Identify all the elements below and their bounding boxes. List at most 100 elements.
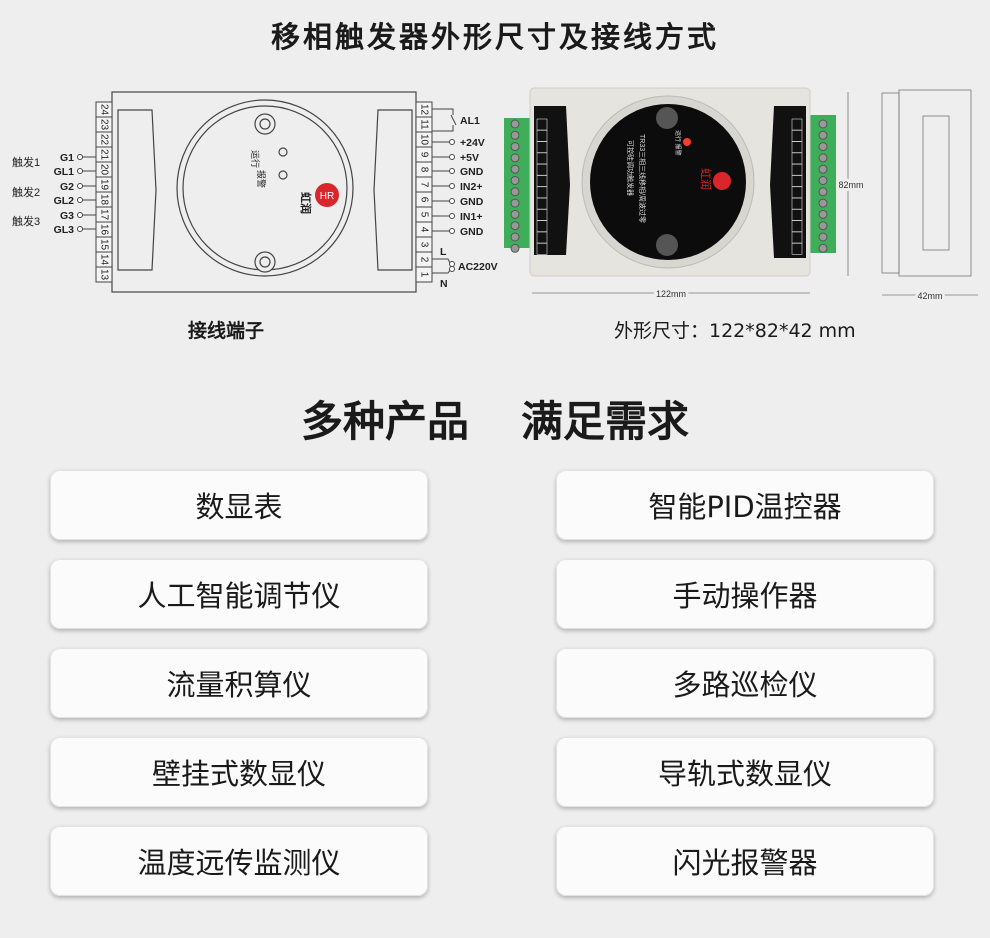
heading-left: 多种产品	[300, 397, 469, 446]
screw-icon	[510, 198, 520, 208]
screw-icon	[818, 187, 828, 197]
screw-icon	[510, 130, 520, 140]
right-window	[373, 109, 413, 271]
product-card[interactable]: 智能PID温控器	[556, 470, 934, 540]
product-card[interactable]: 温度远传监测仪	[50, 826, 428, 896]
terminal-cell	[415, 266, 433, 283]
screw-icon	[510, 153, 520, 163]
trigger-group-label: 触发3	[12, 214, 40, 228]
right-signal-label: IN1+	[460, 211, 482, 223]
brand-text: 虹润	[299, 192, 313, 214]
screw-icon	[510, 164, 520, 174]
terminal-number: 16	[98, 224, 109, 236]
screw-icon	[510, 232, 520, 242]
terminal-number: 2	[418, 257, 429, 263]
screw-icon	[510, 142, 520, 152]
right-signal-label: IN2+	[460, 181, 482, 193]
left-signal-label: GL1	[54, 166, 75, 178]
screw-icon	[818, 243, 828, 253]
left-signal-label: G2	[60, 181, 74, 193]
product-card[interactable]: 闪光报警器	[556, 826, 934, 896]
depth-dimension: 42mm	[917, 291, 942, 301]
size-caption: 外形尺寸：122*82*42 mm	[614, 320, 856, 342]
terminal-number: 14	[98, 254, 109, 266]
product-card[interactable]: 导轨式数显仪	[556, 737, 934, 807]
terminals-caption: 接线端子	[188, 320, 265, 342]
screw-icon	[510, 221, 520, 231]
relay-contact-icon	[450, 114, 457, 126]
screw-icon	[818, 176, 828, 185]
product-card[interactable]: 人工智能调节仪	[50, 559, 428, 629]
left-signal-label: G1	[60, 152, 74, 164]
terminal-number: 21	[98, 149, 109, 161]
terminal-number: 15	[98, 239, 109, 251]
photo-model-line2: 可控硅调功触发器	[626, 140, 635, 196]
screw-icon	[818, 209, 828, 219]
section-heading: 多种产品 满足需求	[0, 388, 990, 449]
terminal-number: 7	[418, 182, 429, 188]
wiring-diagram	[111, 91, 417, 293]
right-signal-label: AL1	[460, 115, 480, 127]
terminal-number: 4	[418, 227, 429, 233]
neutral-label: N	[440, 278, 448, 290]
terminal-number: 10	[418, 134, 429, 146]
wiring-and-dimension-diagram: 242322212019181716151413121110987654321G…	[12, 87, 978, 304]
terminal-number: 12	[418, 104, 429, 116]
live-label: L	[440, 246, 447, 258]
right-signal-label: GND	[460, 196, 484, 208]
width-dimension: 122mm	[656, 289, 686, 299]
run-led-icon	[278, 147, 288, 157]
screw-icon	[818, 164, 828, 174]
device-photo: TR33三相三线移相/周波过零 可控硅调功触发器 运行 报警 虹润	[504, 87, 836, 277]
screw-icon	[510, 176, 520, 185]
product-card[interactable]: 壁挂式数显仪	[50, 737, 428, 807]
terminal-number: 23	[98, 119, 109, 131]
logo-text: HR	[320, 191, 334, 202]
terminal-number: 19	[98, 179, 109, 191]
terminal-number: 1	[418, 272, 429, 278]
right-signal-label: GND	[460, 166, 484, 178]
product-card[interactable]: 多路巡检仪	[556, 648, 934, 718]
photo-led-labels: 运行 报警	[674, 130, 682, 156]
right-signal-label: GND	[460, 226, 484, 238]
photo-brand: 虹润	[699, 168, 713, 190]
screw-icon	[818, 153, 828, 163]
terminal-number: 3	[418, 242, 429, 248]
ac-power-label: AC220V	[458, 261, 498, 273]
photo-model-line1: TR33三相三线移相/周波过零	[638, 134, 647, 223]
right-signal-label: +5V	[460, 152, 479, 164]
run-label: 运行	[250, 150, 261, 168]
left-signal-label: GL3	[54, 224, 75, 236]
product-card[interactable]: 数显表	[50, 470, 428, 540]
screw-icon	[818, 232, 828, 242]
logo-icon	[315, 183, 339, 207]
terminal-number: 9	[418, 152, 429, 158]
run-led-photo-icon	[683, 138, 691, 146]
terminal-number: 8	[418, 167, 429, 173]
heading-right: 满足需求	[521, 397, 690, 446]
screw-icon	[510, 209, 520, 219]
left-signal-label: GL2	[54, 195, 75, 207]
photo-logo-icon	[713, 172, 731, 190]
terminal-number: 17	[98, 209, 109, 221]
terminal-cell	[95, 266, 113, 283]
trigger-group-label: 触发2	[12, 185, 40, 199]
trigger-group-label: 触发1	[12, 155, 40, 169]
terminal-number: 18	[98, 194, 109, 206]
left-window	[117, 109, 157, 271]
left-signal-label: G3	[60, 210, 74, 222]
right-signal-label: +24V	[460, 137, 485, 149]
page-title: 移相触发器外形尺寸及接线方式	[270, 20, 719, 54]
terminal-number: 13	[98, 269, 109, 281]
product-card[interactable]: 流量积算仪	[50, 648, 428, 718]
alarm-led-icon	[278, 170, 288, 180]
screw-icon	[510, 187, 520, 197]
terminal-number: 24	[98, 104, 109, 116]
terminal-number: 5	[418, 212, 429, 218]
screw-icon	[818, 119, 828, 129]
dial-outer-ring	[176, 99, 354, 277]
product-card[interactable]: 手动操作器	[556, 559, 934, 629]
terminal-number: 22	[98, 134, 109, 146]
terminal-number: 11	[418, 119, 429, 130]
screw-icon	[510, 119, 520, 129]
